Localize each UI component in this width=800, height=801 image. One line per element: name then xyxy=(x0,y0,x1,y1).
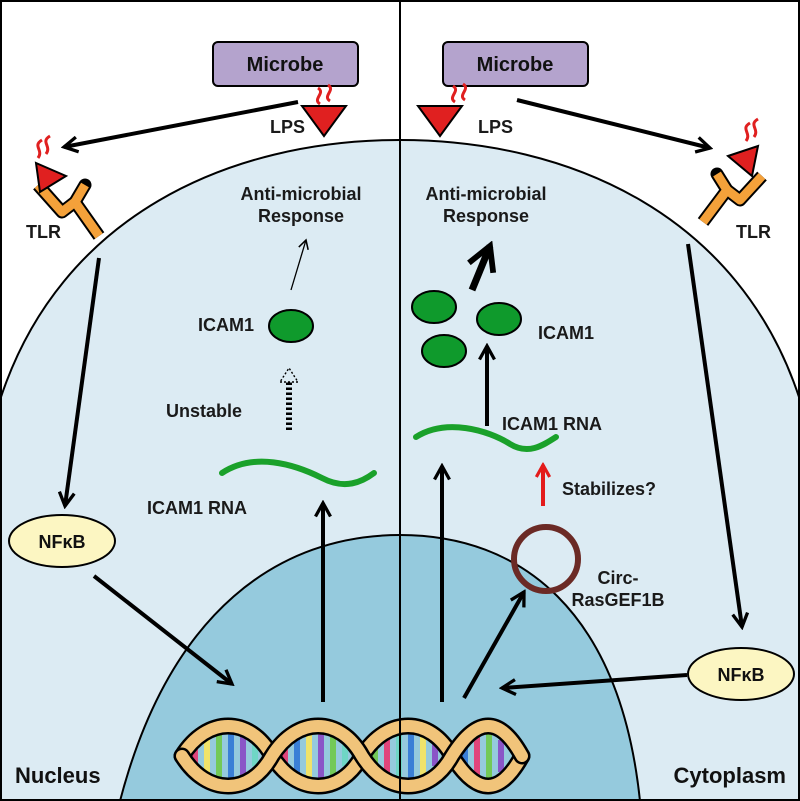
circ-rasgef1b-ring xyxy=(511,524,581,594)
nfkb-label: NFκB xyxy=(38,532,85,552)
nfkb-ellipse xyxy=(8,514,116,568)
icam1-protein xyxy=(421,334,467,368)
lps-triangle xyxy=(300,105,348,138)
lps-label: LPS xyxy=(270,117,305,137)
icam1-label: ICAM1 xyxy=(198,315,254,335)
tlr-to-nfkb-arrow xyxy=(686,243,742,627)
response-label-line1: Anti-microbial xyxy=(240,184,361,204)
icam1-protein xyxy=(411,290,457,324)
circ-label-line2: RasGEF1B xyxy=(571,590,664,610)
right-panel: Microbe LPS TLR NFκB Anti-microbial Resp… xyxy=(411,41,795,788)
circ-label-line1: Circ- xyxy=(597,568,638,588)
tlr-receptor xyxy=(697,117,767,226)
icam1-rna-label: ICAM1 RNA xyxy=(147,498,247,518)
icam1-rna-wave xyxy=(413,424,559,452)
microbe-to-tlr-arrow xyxy=(516,98,710,148)
microbe-to-tlr-arrow xyxy=(64,100,299,147)
lps-triangle-bound xyxy=(34,161,69,194)
lps-triangle-bound xyxy=(725,144,760,178)
strong-response-arrow xyxy=(472,246,490,292)
lps-squiggle xyxy=(450,82,468,104)
dna-to-circ-arrow xyxy=(462,592,526,699)
microbe-label: Microbe xyxy=(247,54,324,76)
nfkb-label: NFκB xyxy=(717,665,764,685)
icam1-rna-wave xyxy=(219,458,377,488)
response-label-line2: Response xyxy=(258,206,344,226)
microbe-box xyxy=(212,41,359,87)
microbe-label: Microbe xyxy=(477,54,554,76)
unstable-label: Unstable xyxy=(166,401,242,421)
tlr-to-nfkb-arrow xyxy=(65,257,101,506)
nfkb-to-dna-arrow xyxy=(92,574,232,684)
microbe-box xyxy=(442,41,589,87)
response-label-line2: Response xyxy=(443,206,529,226)
icam1-label: ICAM1 xyxy=(538,323,594,343)
nfkb-to-dna-arrow xyxy=(502,673,688,688)
icam1-rna-label: ICAM1 RNA xyxy=(502,414,602,434)
weak-response-arrow xyxy=(290,238,309,291)
unstable-arrow xyxy=(278,366,300,430)
tlr-label: TLR xyxy=(736,222,771,242)
lps-label: LPS xyxy=(478,117,513,137)
response-label-line1: Anti-microbial xyxy=(425,184,546,204)
icam1-protein xyxy=(476,302,522,336)
lps-triangle xyxy=(416,105,464,138)
lps-squiggle xyxy=(315,83,333,106)
tlr-receptor xyxy=(33,134,105,240)
nfkb-ellipse xyxy=(687,647,795,701)
stabilizes-label: Stabilizes? xyxy=(562,479,656,499)
icam1-protein xyxy=(268,309,314,343)
left-panel: Microbe LPS TLR NFκB Anti-microbial Resp… xyxy=(8,41,377,788)
nucleus-label: Nucleus xyxy=(15,763,101,788)
tlr-label: TLR xyxy=(26,222,61,242)
cytoplasm-label: Cytoplasm xyxy=(674,763,786,788)
